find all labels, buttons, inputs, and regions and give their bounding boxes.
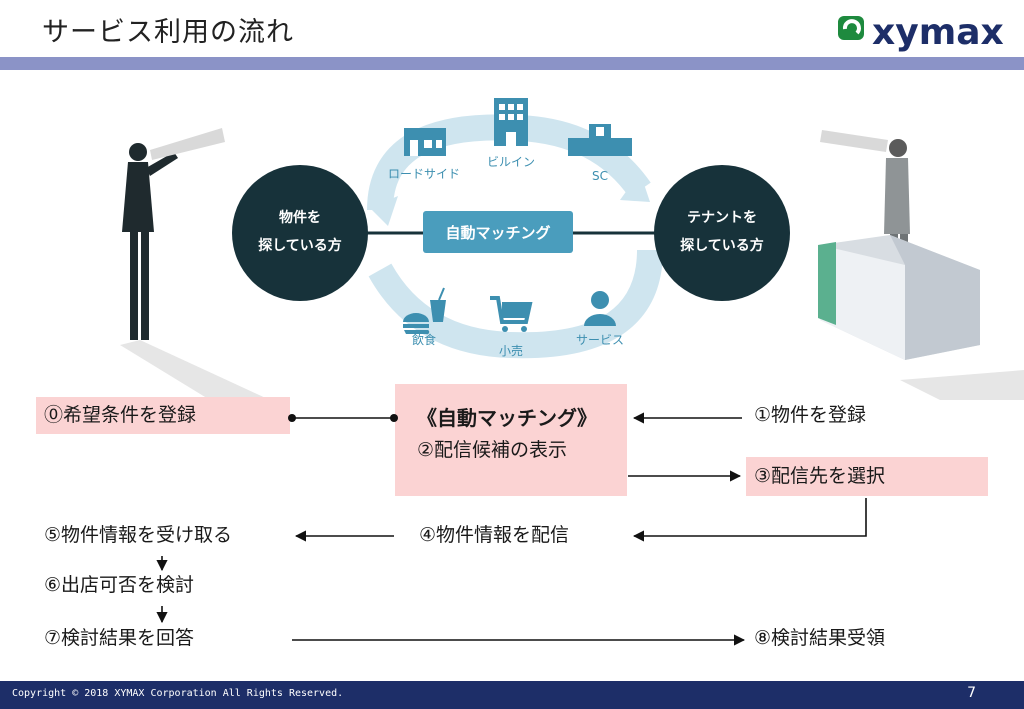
step1-label: ①物件を登録 <box>754 404 867 426</box>
xymax-logo: xymax <box>836 8 1018 53</box>
tenant-line1: テナントを <box>687 210 757 226</box>
matching-title: 《自動マッチング》 <box>417 406 597 430</box>
logo-text: xymax <box>872 12 1004 52</box>
tenant-line2: 探している方 <box>680 237 764 254</box>
swirl-bottom-head <box>620 172 650 202</box>
matching-illustration: 物件を 探している方 テナントを 探している方 自動マッチング <box>120 98 1024 400</box>
mall-icon <box>568 124 632 156</box>
store-icon <box>404 128 446 156</box>
matching-box: 《自動マッチング》 ②配信候補の表示 <box>395 384 627 496</box>
step4-label: ④物件情報を配信 <box>419 524 570 546</box>
copyright-text: Copyright © 2018 XYMAX Corporation All R… <box>12 688 344 699</box>
swirl-top-head <box>370 196 398 226</box>
auto-matching-pill <box>423 211 573 253</box>
step0-label: ⓪希望条件を登録 <box>44 404 197 426</box>
step3-box: ③配信先を選択 <box>746 457 988 496</box>
tenant-circle <box>654 165 790 301</box>
auto-matching-label: 自動マッチング <box>445 224 550 242</box>
step2-label: ②配信候補の表示 <box>417 439 568 461</box>
step0-box: ⓪希望条件を登録 <box>36 397 290 434</box>
food-icon <box>403 287 446 335</box>
page-number: 7 <box>967 685 976 701</box>
food-label: 飲食 <box>412 332 436 347</box>
office-building-icon <box>818 235 1024 400</box>
swirl-bottom <box>368 249 663 359</box>
buildin-label: ビルイン <box>487 155 535 169</box>
step7-label: ⑦検討結果を回答 <box>44 627 195 649</box>
person-icon <box>584 291 616 326</box>
man-with-telescope-left <box>120 128 270 400</box>
arrow-step3-to-step4 <box>632 498 867 542</box>
step3-label: ③配信先を選択 <box>754 465 886 487</box>
accent-bar <box>0 57 1024 70</box>
cart-icon <box>490 296 533 332</box>
footer-bar: Copyright © 2018 XYMAX Corporation All R… <box>0 681 1024 709</box>
step6-label: ⑥出店可否を検討 <box>44 574 195 596</box>
page-title: サービス利用の流れ <box>42 17 294 48</box>
seeker-circle <box>232 165 368 301</box>
seeker-line1: 物件を <box>279 209 321 226</box>
sc-label: SC <box>592 169 608 183</box>
step5-label: ⑤物件情報を受け取る <box>44 524 233 546</box>
building-icon <box>494 98 528 146</box>
service-label: サービス <box>576 333 624 347</box>
step8-label: ⑧検討結果受領 <box>754 627 886 649</box>
roadside-label: ロードサイド <box>388 167 460 181</box>
retail-label: 小売 <box>499 343 523 358</box>
seeker-line2: 探している方 <box>258 237 342 254</box>
